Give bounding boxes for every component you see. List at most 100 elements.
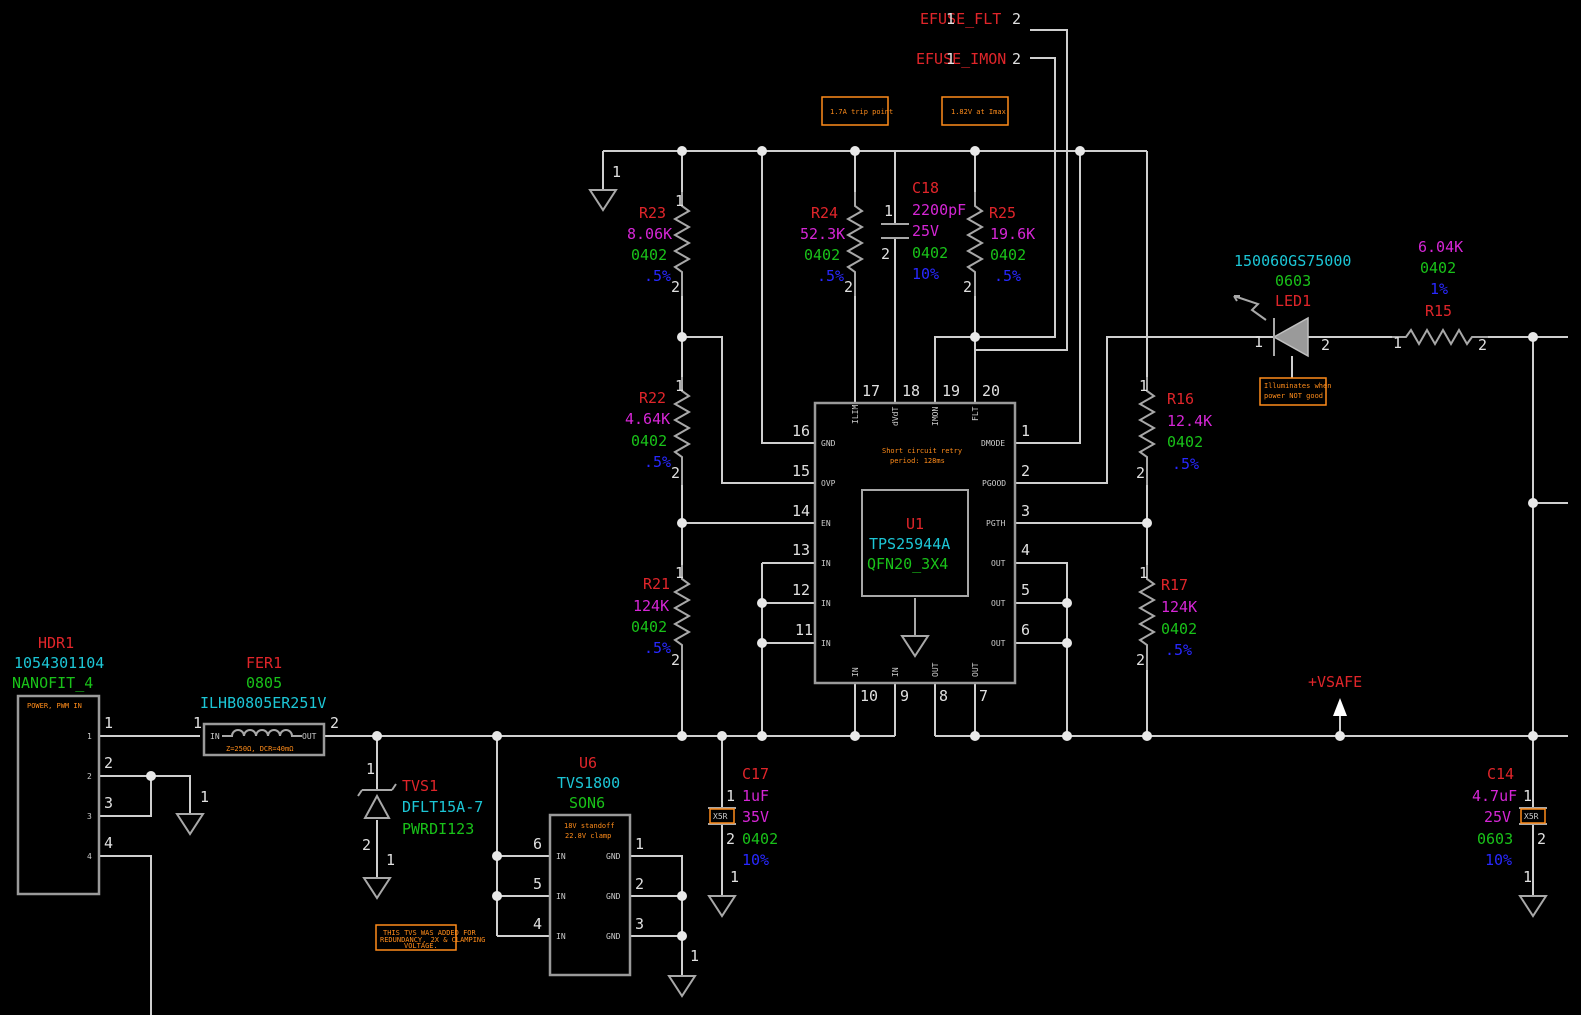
svg-text:1: 1 (1139, 377, 1148, 395)
svg-text:1054301104: 1054301104 (14, 654, 104, 672)
svg-text:16: 16 (792, 422, 810, 440)
svg-text:REDUNDANCY, 2X & CLAMPING: REDUNDANCY, 2X & CLAMPING (380, 936, 485, 944)
svg-text:2: 2 (844, 278, 853, 296)
svg-text:7: 7 (979, 687, 988, 705)
svg-text:SON6: SON6 (569, 794, 605, 812)
svg-text:PGOOD: PGOOD (982, 479, 1006, 488)
svg-text:QFN20_3X4: QFN20_3X4 (867, 555, 948, 573)
svg-text:2: 2 (671, 278, 680, 296)
svg-text:19.6K: 19.6K (990, 225, 1035, 243)
svg-text:PWRDI123: PWRDI123 (402, 820, 474, 838)
svg-text:1: 1 (193, 714, 202, 732)
c17-dielectric-box (709, 808, 735, 824)
svg-text:1: 1 (1393, 334, 1402, 352)
svg-text:2: 2 (362, 836, 371, 854)
svg-text:1: 1 (675, 564, 684, 582)
svg-text:0603: 0603 (1477, 830, 1513, 848)
svg-text:.5%: .5% (644, 639, 671, 657)
svg-text:0402: 0402 (990, 246, 1026, 264)
svg-text:4: 4 (533, 915, 542, 933)
svg-text:25V: 25V (912, 222, 939, 240)
note-boxes (375, 96, 1327, 951)
svg-text:1: 1 (1139, 564, 1148, 582)
svg-text:2: 2 (635, 875, 644, 893)
svg-text:150060GS75000: 150060GS75000 (1234, 252, 1351, 270)
svg-text:2: 2 (1321, 336, 1330, 354)
svg-text:5: 5 (1021, 581, 1030, 599)
wires (99, 29, 1568, 1015)
svg-text:0402: 0402 (742, 830, 778, 848)
svg-text:OUT: OUT (302, 732, 317, 741)
svg-text:1: 1 (690, 947, 699, 965)
svg-text:6: 6 (1021, 621, 1030, 639)
svg-text:2: 2 (1136, 464, 1145, 482)
svg-text:1: 1 (730, 868, 739, 886)
svg-text:.5%: .5% (994, 267, 1021, 285)
svg-text:OUT: OUT (931, 662, 940, 677)
svg-text:power NOT good: power NOT good (1264, 392, 1323, 400)
svg-text:.5%: .5% (1165, 641, 1192, 659)
svg-text:1: 1 (946, 10, 955, 28)
svg-text:IN: IN (556, 932, 566, 941)
svg-text:3: 3 (87, 812, 92, 821)
svg-text:HDR1: HDR1 (38, 634, 74, 652)
svg-text:C18: C18 (912, 179, 939, 197)
svg-text:0402: 0402 (804, 246, 840, 264)
svg-text:20: 20 (982, 382, 1000, 400)
svg-text:OUT: OUT (991, 639, 1006, 648)
svg-text:TPS25944A: TPS25944A (869, 535, 950, 553)
tvs1-diode (357, 783, 397, 819)
svg-text:2: 2 (1012, 50, 1021, 68)
svg-text:.5%: .5% (644, 453, 671, 471)
svg-text:GND: GND (606, 932, 621, 941)
svg-text:1: 1 (200, 788, 209, 806)
u1-ic (813, 401, 1017, 685)
svg-text:1uF: 1uF (742, 787, 769, 805)
svg-text:FLT: FLT (971, 406, 980, 421)
svg-text:dVdT: dVdT (891, 407, 900, 426)
svg-text:124K: 124K (1161, 598, 1197, 616)
svg-text:OUT: OUT (971, 662, 980, 677)
svg-text:R16: R16 (1167, 390, 1194, 408)
svg-text:1: 1 (1523, 868, 1532, 886)
svg-text:2: 2 (330, 714, 339, 732)
svg-text:3: 3 (1021, 502, 1030, 520)
svg-text:8: 8 (939, 687, 948, 705)
svg-text:0402: 0402 (1161, 620, 1197, 638)
svg-text:4: 4 (87, 852, 92, 861)
svg-text:R15: R15 (1425, 302, 1452, 320)
junctions (146, 146, 1538, 941)
svg-text:ILIM: ILIM (851, 405, 860, 424)
svg-text:11: 11 (795, 621, 813, 639)
capacitors (708, 223, 1547, 825)
svg-text:period: 128ms: period: 128ms (890, 457, 945, 465)
svg-text:NANOFIT_4: NANOFIT_4 (12, 674, 93, 692)
svg-text:.5%: .5% (817, 267, 844, 285)
svg-text:10%: 10% (912, 265, 939, 283)
svg-text:VOLTAGE.: VOLTAGE. (404, 942, 438, 950)
svg-text:1: 1 (884, 202, 893, 220)
svg-text:18: 18 (902, 382, 920, 400)
svg-text:1.7A trip point: 1.7A trip point (830, 108, 893, 116)
svg-text:1: 1 (675, 192, 684, 210)
resistors (672, 192, 1488, 670)
hdr1-connector (16, 694, 101, 896)
svg-text:4.7uF: 4.7uF (1472, 787, 1517, 805)
svg-text:C17: C17 (742, 765, 769, 783)
svg-text:1%: 1% (1430, 280, 1448, 298)
svg-text:IN: IN (891, 667, 900, 677)
svg-text:2: 2 (726, 830, 735, 848)
svg-text:PGTH: PGTH (986, 519, 1005, 528)
svg-text:124K: 124K (633, 597, 669, 615)
svg-text:1: 1 (675, 377, 684, 395)
u6-ic (548, 813, 632, 977)
svg-text:2: 2 (963, 278, 972, 296)
svg-text:THIS TVS WAS ADDED FOR: THIS TVS WAS ADDED FOR (383, 929, 477, 937)
svg-text:1: 1 (1021, 422, 1030, 440)
svg-text:IN: IN (821, 559, 831, 568)
svg-text:R23: R23 (639, 204, 666, 222)
svg-text:GND: GND (606, 892, 621, 901)
svg-text:8.06K: 8.06K (627, 225, 672, 243)
svg-text:TVS1: TVS1 (402, 777, 438, 795)
